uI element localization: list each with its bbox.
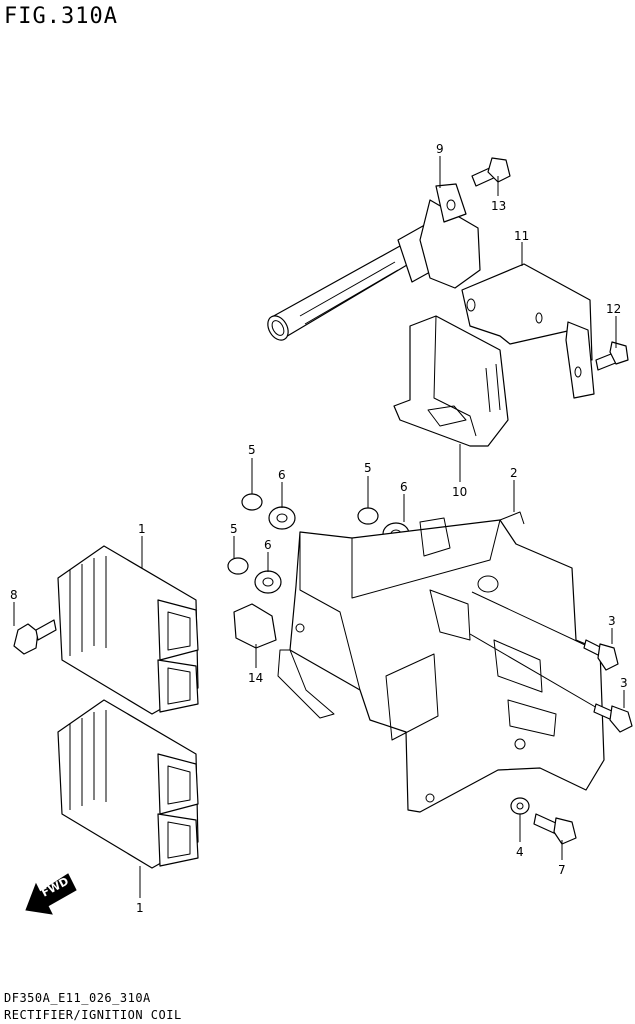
callout-1b: 1: [136, 901, 144, 915]
callout-9: 9: [436, 142, 444, 156]
callout-10: 10: [452, 485, 467, 499]
washer-4[interactable]: [510, 797, 530, 815]
bolt-3a[interactable]: [583, 639, 619, 671]
rectifier-lower[interactable]: [57, 699, 199, 869]
callout-4: 4: [516, 845, 524, 859]
bushing-set-1[interactable]: [241, 493, 296, 530]
ignition-coil[interactable]: [264, 183, 481, 344]
callout-7: 7: [558, 863, 566, 877]
callout-5a: 5: [248, 443, 256, 457]
callout-12: 12: [606, 302, 621, 316]
bushing-set-3[interactable]: [227, 557, 282, 594]
callout-5b: 5: [364, 461, 372, 475]
coil-bracket[interactable]: [461, 263, 595, 399]
coil-rubber-holder[interactable]: [393, 315, 509, 447]
clamp-14[interactable]: [233, 603, 277, 649]
callout-6a: 6: [278, 468, 286, 482]
bolt-8[interactable]: [13, 619, 57, 655]
main-bracket-plate[interactable]: [277, 511, 605, 813]
callout-8: 8: [10, 588, 18, 602]
leader-lines: [13, 156, 625, 898]
rectifier-upper[interactable]: [57, 545, 199, 715]
bolt-7[interactable]: [533, 813, 577, 845]
fwd-arrow: FWD: [25, 873, 77, 915]
callout-5c: 5: [230, 522, 238, 536]
callout-6c: 6: [264, 538, 272, 552]
callout-3b: 3: [620, 676, 628, 690]
bolt-12[interactable]: [595, 341, 629, 371]
callout-14: 14: [248, 671, 263, 685]
figure-title: FIG.310A: [4, 4, 118, 29]
callout-1a: 1: [138, 522, 146, 536]
callout-11: 11: [514, 229, 529, 243]
callout-3a: 3: [608, 614, 616, 628]
callout-labels: 9 13 11 12 10 5 6 5 6 2 1 5 6 8 14 3 3 1…: [10, 142, 628, 915]
bolt-13[interactable]: [471, 157, 511, 187]
callout-13: 13: [491, 199, 506, 213]
bolt-3b[interactable]: [593, 703, 633, 733]
callout-6b: 6: [400, 480, 408, 494]
callout-2: 2: [510, 466, 518, 480]
diagram-code: DF350A_E11_026_310A: [4, 991, 151, 1005]
diagram-caption: RECTIFIER/IGNITION COIL: [4, 1008, 182, 1022]
